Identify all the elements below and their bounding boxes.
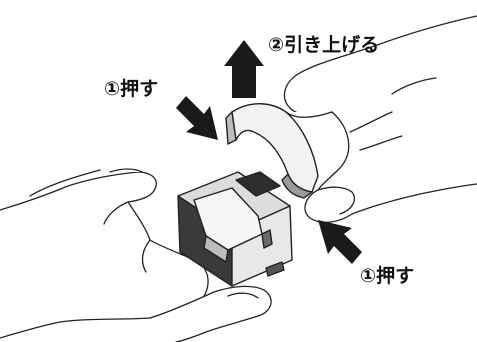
push-label-top: ①押す xyxy=(104,78,159,100)
device-lid xyxy=(225,103,319,199)
push-label-bottom: ①押す xyxy=(360,265,415,287)
lift-arrow-icon xyxy=(224,40,264,98)
device-base xyxy=(177,171,293,287)
push-arrow-icon xyxy=(318,220,362,264)
right-hand xyxy=(283,15,477,224)
left-hand xyxy=(0,168,209,339)
bottom-hand xyxy=(149,285,272,342)
lift-label: ②引き上げる xyxy=(268,34,380,56)
push-arrow-icon xyxy=(176,96,218,140)
